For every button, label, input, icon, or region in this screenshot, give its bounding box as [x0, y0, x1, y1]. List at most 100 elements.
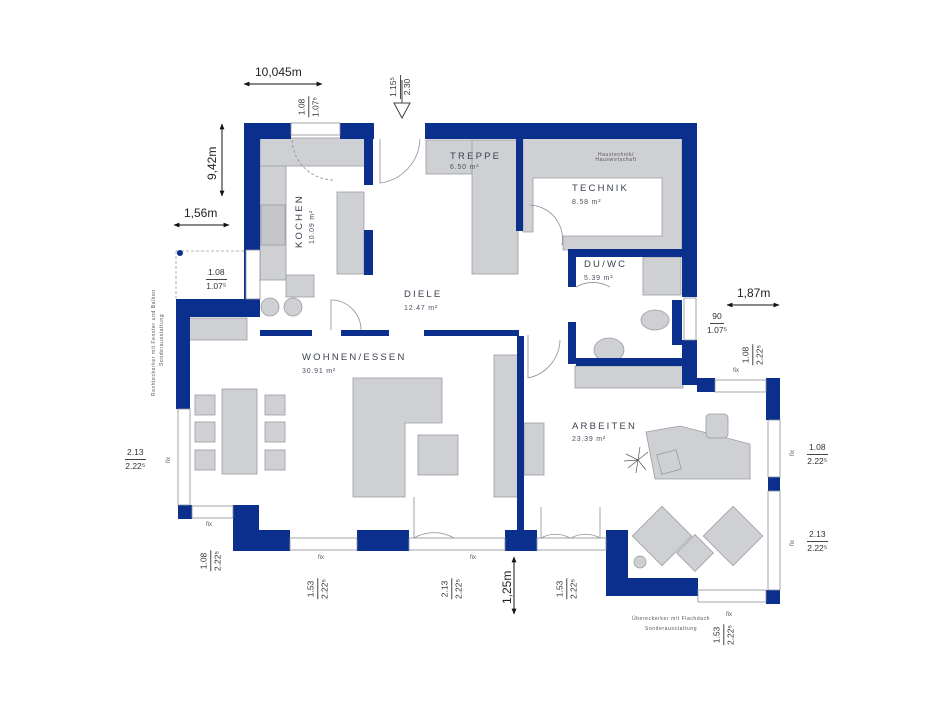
dimension-lines	[173, 81, 780, 615]
entrance-arrow-icon	[393, 102, 411, 120]
window-arbeiten-right-upper	[767, 419, 781, 478]
dining-table	[221, 388, 258, 475]
fix-label: fix	[726, 612, 732, 618]
bottom-bay-offset-label: 1,25m	[500, 570, 514, 604]
kitchen-door-swing	[330, 299, 362, 331]
room-duwc-area: 5.39 m²	[584, 275, 614, 282]
wardrobe-bottom	[574, 365, 684, 389]
french-door-left	[540, 507, 571, 539]
technik-note: Haustechnik/ Hauswirtschaft	[595, 152, 637, 163]
room-technik-area: 8.58 m²	[572, 199, 602, 206]
room-treppe-name: TREPPE	[450, 151, 502, 162]
chair	[264, 421, 286, 443]
fix-label: fix	[790, 450, 796, 456]
sofa	[352, 377, 443, 498]
wc-door-swing	[575, 282, 611, 288]
window-arbeiten-right-lower	[767, 490, 781, 591]
left-bay-annotation-sub: Sonderausstattung	[159, 313, 165, 366]
kitchen-island	[285, 274, 315, 298]
fix-label: fix	[733, 368, 739, 374]
technik-door-swing	[529, 204, 563, 246]
chair	[264, 394, 286, 416]
window-living-corner	[191, 505, 234, 519]
room-diele-area: 12.47 m²	[404, 305, 439, 312]
room-technik-name: TECHNIK	[572, 183, 630, 194]
room-duwc-name: DU/WC	[584, 259, 628, 270]
chair	[264, 449, 286, 471]
left-bay-offset-label: 1,56m	[184, 206, 218, 220]
plant-icon	[623, 446, 649, 474]
side-table	[676, 534, 714, 572]
shower	[642, 256, 682, 296]
stool	[260, 297, 280, 317]
french-door-right	[570, 507, 601, 539]
bay-outline	[175, 250, 244, 299]
fix-label: fix	[318, 555, 324, 561]
lounge-chair	[702, 505, 764, 567]
office-chair	[705, 413, 729, 439]
living-door-swing	[413, 497, 455, 539]
kitchen-counter-top	[259, 137, 366, 167]
window-wc	[683, 297, 697, 341]
file-cabinet	[523, 422, 545, 476]
stool	[283, 297, 303, 317]
coffee-table	[417, 434, 459, 476]
hall-door-swing	[527, 335, 561, 379]
window-living-left	[177, 408, 191, 506]
right-bay-offset-label: 1,87m	[737, 286, 771, 300]
cooktop	[260, 204, 286, 246]
room-treppe-area: 6.50 m²	[450, 164, 480, 171]
fix-label: fix	[206, 522, 212, 528]
windows	[177, 122, 781, 603]
window-arbeiten-top	[714, 379, 767, 393]
kitchen-tall-units	[336, 191, 365, 275]
furniture	[186, 137, 764, 572]
desk-chair	[656, 449, 682, 475]
fix-label: fix	[470, 555, 476, 561]
living-cabinet	[186, 317, 248, 341]
overall-width-label: 10,045m	[255, 65, 302, 79]
stairs-lower	[471, 139, 519, 275]
walls	[176, 123, 780, 604]
corner-bay-annotation-sub: Sonderausstattung	[644, 626, 698, 632]
door-arbeiten-terrace	[536, 537, 607, 551]
door-living-terrace	[408, 537, 506, 551]
room-wohnen-area: 30.91 m²	[302, 368, 337, 375]
plant-pot	[633, 555, 647, 569]
kitchen-top-door-swing	[291, 139, 335, 181]
shelf-unit	[493, 354, 519, 498]
door-swings	[291, 138, 611, 539]
fix-label: fix	[790, 540, 796, 546]
room-wohnen-name: WOHNEN/ESSEN	[302, 352, 407, 363]
window-kitchen-side	[245, 249, 261, 300]
room-arbeiten-area: 23.39 m²	[572, 436, 607, 443]
corner-bay-annotation: Übereckerker mit Flachdach	[631, 616, 711, 622]
window-arbeiten-bottom	[697, 589, 767, 603]
room-arbeiten-name: ARBEITEN	[572, 421, 638, 432]
left-bay-annotation: Rechteckerker mit Fenster und Balkon	[151, 289, 157, 396]
room-kochen-area: 10.09 m²	[309, 209, 316, 244]
room-kochen-name: KOCHEN	[294, 194, 305, 248]
room-diele-name: DIELE	[404, 289, 443, 300]
entrance-door-swing	[379, 138, 421, 184]
overall-depth-label: 9,42m	[205, 146, 219, 180]
window-living-bottom	[289, 537, 358, 551]
window-kitchen-top	[290, 122, 341, 136]
survey-point	[177, 250, 183, 256]
toilet	[640, 309, 670, 331]
chair	[194, 394, 216, 416]
chair	[194, 421, 216, 443]
chair	[194, 449, 216, 471]
